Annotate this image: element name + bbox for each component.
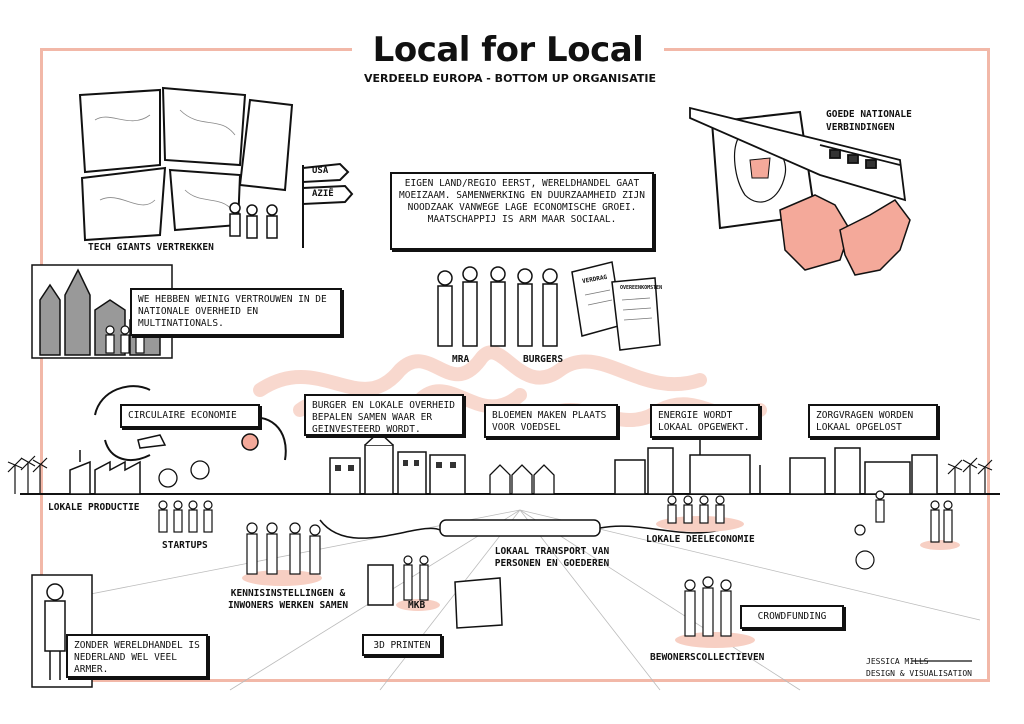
- signature-name: JESSICA MILLS: [866, 657, 929, 666]
- 3d-printers: [367, 564, 503, 629]
- europe-map-pieces: [78, 86, 294, 242]
- lightbulbs: [158, 460, 210, 488]
- box-eigen-land: EIGEN LAND/REGIO EERST, WERELDHANDEL GAA…: [390, 172, 654, 250]
- pink-regions: [779, 194, 911, 276]
- label-lokale-productie: LOKALE PRODUCTIE: [48, 502, 140, 513]
- box-vertrouwen: WE HEBBEN WEINIG VERTROUWEN IN DE NATION…: [130, 288, 342, 336]
- box-crowdfunding: CROWDFUNDING: [740, 605, 844, 629]
- page-title: Local for Local: [372, 30, 644, 70]
- people-deeleconomie: [656, 495, 744, 532]
- factory: [69, 450, 141, 495]
- box-burger-overheid: BURGER EN LOKALE OVERHEID BEPALEN SAMEN …: [304, 394, 464, 436]
- label-kennis: KENNISINSTELLINGEN & INWONERS WERKEN SAM…: [227, 588, 349, 611]
- label-startups: STARTUPS: [162, 540, 208, 551]
- label-deeleconomie: LOKALE DEELECONOMIE: [646, 534, 755, 545]
- label-bewoners: BEWONERSCOLLECTIEVEN: [650, 652, 765, 663]
- tomato: [241, 433, 259, 451]
- car: [137, 434, 167, 449]
- wind-turbines-right: [947, 457, 993, 494]
- contract-documents: [571, 261, 661, 351]
- frame-top-left: [40, 48, 352, 51]
- map-borders: [94, 109, 236, 211]
- sign-usa: USA: [312, 166, 329, 176]
- label-mkb: MKB: [408, 600, 426, 611]
- label-burgers: BURGERS: [523, 354, 564, 365]
- city-buildings: [329, 430, 466, 495]
- greenhouses: [489, 464, 555, 495]
- label-tech-giants: TECH GIANTS VERTREKKEN: [88, 242, 214, 253]
- signature-role: DESIGN & VISUALISATION: [866, 669, 972, 678]
- page-frame: [40, 48, 990, 682]
- frame-top-right: [664, 48, 990, 51]
- box-3d-printen: 3D PRINTEN: [362, 634, 442, 656]
- people-care: [854, 490, 960, 570]
- group-mra-burgers: [437, 266, 558, 347]
- building-windows: [335, 460, 456, 471]
- people-kennis: [242, 522, 322, 586]
- label-transport: LOKAAL TRANSPORT VAN PERSONEN EN GOEDERE…: [494, 546, 610, 569]
- wind-turbines-left: [7, 455, 48, 494]
- box-energie: ENERGIE WORDT LOKAAL OPGEWEKT.: [650, 404, 760, 438]
- label-national-connections: GOEDE NATIONALE VERBINDINGEN: [826, 109, 912, 133]
- transport-tube: [319, 519, 721, 539]
- signpost: [302, 162, 354, 248]
- box-circulaire: CIRCULAIRE ECONOMIE: [120, 404, 260, 428]
- box-wereldhandel: ZONDER WERELDHANDEL IS NEDERLAND WEL VEE…: [66, 634, 208, 678]
- train: [689, 106, 907, 202]
- energy-buildings: [614, 440, 761, 495]
- mkb-people: [396, 555, 440, 611]
- page-subtitle: VERDEELD EUROPA - BOTTOM UP ORGANISATIE: [364, 72, 656, 85]
- sign-azie: AZIË: [312, 189, 334, 199]
- box-bloemen: BLOEMEN MAKEN PLAATS VOOR VOEDSEL: [484, 404, 618, 438]
- people-startups: [158, 500, 213, 533]
- people-near-map: [229, 202, 278, 239]
- label-overeenkomst: OVEREENKOMSTEN: [620, 285, 663, 291]
- label-mra: MRA: [452, 354, 470, 365]
- people-bewoners: [675, 576, 755, 648]
- care-buildings: [789, 447, 938, 495]
- box-zorg: ZORGVRAGEN WORDEN LOKAAL OPGELOST: [808, 404, 938, 438]
